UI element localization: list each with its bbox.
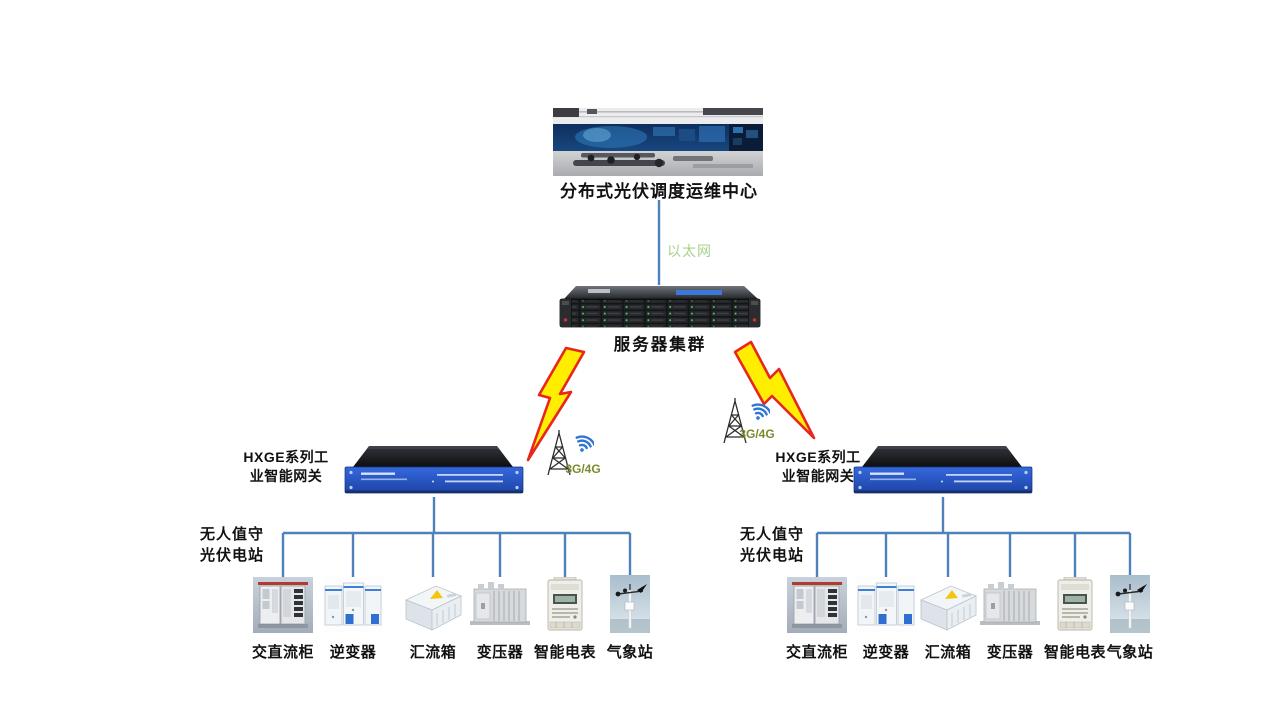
gateway-image: [341, 443, 527, 499]
device-weather-station: 气象站: [1094, 577, 1166, 662]
device-acdc-cabinet: 交直流柜: [781, 577, 853, 662]
wireless-label: 3G/4G: [739, 427, 775, 441]
station-label: 无人值守 光伏电站: [739, 526, 804, 564]
device-label: 变压器: [986, 644, 1034, 661]
combiner-box-image: [397, 577, 469, 633]
device-combiner-box: 汇流箱: [912, 577, 984, 662]
device-label: 逆变器: [862, 644, 910, 661]
weather-station-image: [594, 577, 666, 633]
lightning-bolt-icon: [526, 346, 586, 462]
wireless-label: 3G/4G: [565, 462, 601, 476]
inverter-image: [317, 577, 389, 633]
device-label: 汇流箱: [409, 644, 457, 661]
weather-station-image: [1094, 577, 1166, 633]
control-center-label: 分布式光伏调度运维中心: [560, 182, 758, 201]
device-label: 气象站: [606, 644, 654, 661]
device-label: 汇流箱: [924, 644, 972, 661]
ethernet-label: 以太网: [667, 243, 712, 259]
transformer-image: [464, 577, 536, 633]
device-inverter: 逆变器: [850, 577, 922, 662]
station-label: 无人值守 光伏电站: [199, 526, 264, 564]
left-station-bus: [281, 497, 632, 577]
device-combiner-box: 汇流箱: [397, 577, 469, 662]
device-label: 逆变器: [329, 644, 377, 661]
gateway-image: [850, 443, 1036, 499]
device-smart-meter: 智能电表: [529, 577, 601, 662]
right-station-bus: [815, 497, 1132, 577]
control-center-photo: [553, 108, 763, 176]
device-label: 气象站: [1106, 644, 1154, 661]
server-image: [558, 284, 762, 332]
device-label: 智能电表: [533, 644, 596, 661]
device-weather-station: 气象站: [594, 577, 666, 662]
device-transformer: 变压器: [974, 577, 1046, 662]
device-transformer: 变压器: [464, 577, 536, 662]
device-label: 交直流柜: [785, 644, 848, 661]
transformer-image: [974, 577, 1046, 633]
device-smart-meter: 智能电表: [1039, 577, 1111, 662]
lightning-bolt-icon: [733, 340, 816, 440]
device-label: 交直流柜: [251, 644, 314, 661]
device-inverter: 逆变器: [317, 577, 389, 662]
smart-meter-image: [529, 577, 601, 633]
device-label: 变压器: [476, 644, 524, 661]
server-label: 服务器集群: [613, 336, 707, 354]
device-label: 智能电表: [1043, 644, 1106, 661]
gateway-label: HXGE系列工 业智能网关: [243, 449, 329, 484]
device-acdc-cabinet: 交直流柜: [247, 577, 319, 662]
acdc-cabinet-image: [247, 577, 319, 633]
gateway-label: HXGE系列工 业智能网关: [775, 449, 861, 484]
acdc-cabinet-image: [781, 577, 853, 633]
